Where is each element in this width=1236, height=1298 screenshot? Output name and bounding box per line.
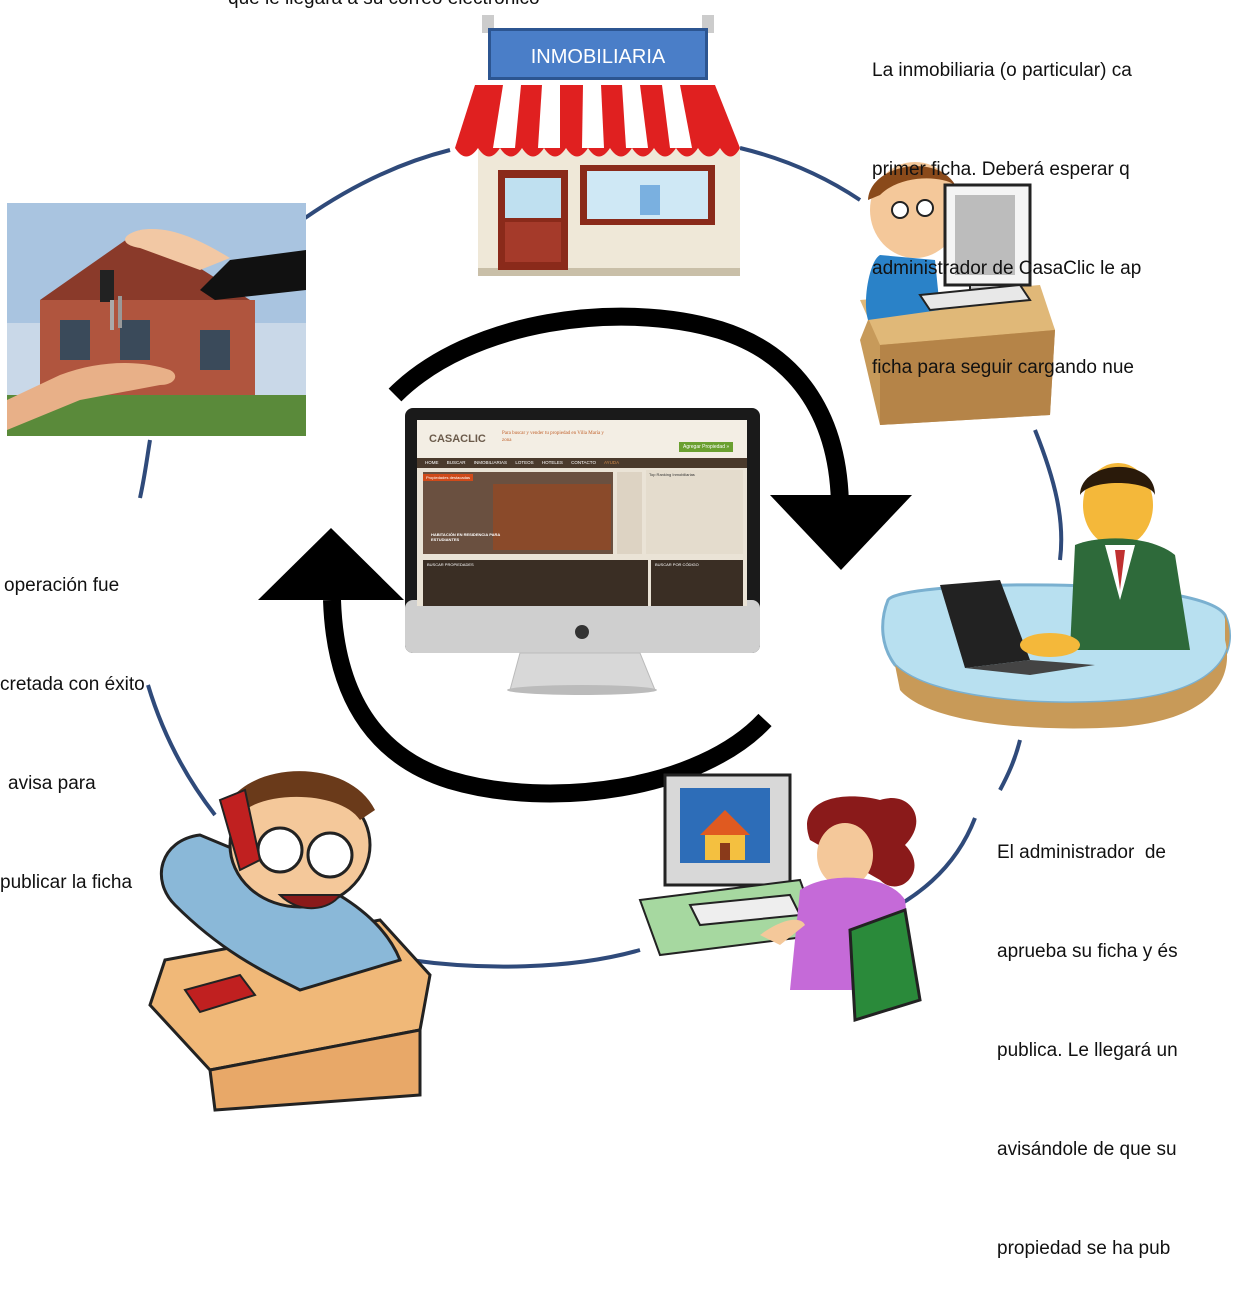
caption-line: avisa para	[8, 773, 96, 794]
nav-buscar[interactable]: BUSCAR	[446, 460, 466, 465]
arrow-bottom-arc	[323, 599, 772, 803]
caption-line: ficha para seguir cargando nue	[872, 357, 1134, 378]
search-code-panel: BUSCAR POR CÓDIGO	[651, 560, 743, 606]
refresh-arrows	[323, 307, 849, 803]
cycle-diagram	[7, 15, 1231, 1112]
connector-user-to-admin	[1033, 429, 1064, 561]
admin-with-laptop-illustration	[881, 463, 1231, 729]
caption-top-center: que le llegará a su correo electrónico	[228, 0, 540, 15]
site-logo[interactable]: CASACLIC	[429, 433, 486, 445]
site-tagline: Para buscar y vender tu propiedad en Vil…	[502, 431, 604, 443]
thumbnail-strip[interactable]	[617, 472, 642, 554]
caption-top-right: La inmobiliaria (o particular) ca primer…	[872, 0, 1141, 417]
site-header: CASACLIC Para buscar y vender tu propied…	[417, 420, 747, 458]
site-nav: HOME BUSCAR INMOBILIARIAS LOTEOS HOTELES…	[417, 458, 747, 468]
arrow-head-down	[770, 495, 912, 570]
add-property-button[interactable]: Agregar Propiedad »	[679, 442, 734, 452]
nav-ayuda[interactable]: AYUDA	[604, 460, 620, 465]
nav-home[interactable]: HOME	[425, 460, 439, 465]
caption-line: cretada con éxito	[0, 674, 145, 695]
caption-line: El administrador de	[997, 842, 1166, 863]
caption-line: aprueba su ficha y és	[997, 941, 1178, 962]
nav-inmobiliarias[interactable]: INMOBILIARIAS	[473, 460, 508, 465]
caption-line: operación fue	[4, 575, 120, 596]
caption-line: La inmobiliaria (o particular) ca	[872, 60, 1132, 81]
ranking-title: Top Ranking Inmobiliarias	[649, 472, 695, 477]
caption-left: operación fue cretada con éxito avisa pa…	[0, 503, 145, 932]
caption-line: propiedad se ha pub	[997, 1238, 1171, 1259]
man-on-phone-illustration	[148, 771, 432, 1112]
search-title: BUSCAR PROPIEDADES	[427, 562, 474, 567]
woman-at-computer-illustration	[638, 773, 922, 1022]
slide-caption: HABITACIÓN EN RESIDENCIA PARA ESTUDIANTE…	[431, 532, 501, 542]
connector-admin-to-caption	[998, 739, 1022, 791]
featured-label: Propiedades destacadas	[423, 474, 474, 481]
caption-bottom-right: El administrador de aprueba su ficha y é…	[997, 770, 1178, 1298]
store-sign: INMOBILIARIA	[488, 28, 708, 80]
nav-hoteles[interactable]: HOTELES	[541, 460, 563, 465]
nav-contacto[interactable]: CONTACTO	[571, 460, 596, 465]
caption-line: primer ficha. Deberá esperar q	[872, 159, 1130, 180]
caption-line: avisándole de que su	[997, 1139, 1177, 1160]
ranking-panel: Top Ranking Inmobiliarias	[646, 470, 743, 554]
connector-caption-to-keys	[138, 439, 152, 499]
connector-store-to-user	[739, 146, 862, 202]
arrow-head-up	[258, 528, 404, 600]
arrow-top-arc	[388, 307, 849, 511]
featured-photo	[493, 484, 611, 550]
caption-line: administrador de CasaClic le ap	[872, 258, 1142, 279]
featured-slider[interactable]: Propiedades destacadas HABITACIÓN EN RES…	[423, 472, 613, 554]
search-panel: BUSCAR PROPIEDADES	[423, 560, 648, 606]
connector-woman-to-phone	[409, 948, 641, 969]
store-illustration	[455, 15, 740, 276]
connector-keys-to-store	[303, 148, 451, 220]
caption-line: publicar la ficha	[0, 872, 133, 893]
nav-loteos[interactable]: LOTEOS	[515, 460, 534, 465]
search-code-title: BUSCAR POR CÓDIGO	[655, 562, 699, 567]
cycle-connectors	[138, 146, 1064, 969]
user-at-computer-illustration	[860, 162, 1055, 425]
connector-phone-to-caption	[146, 684, 217, 817]
keys-handover-image	[7, 203, 306, 436]
caption-line: publica. Le llegará un	[997, 1040, 1178, 1061]
website-screenshot: CASACLIC Para buscar y vender tu propied…	[417, 420, 747, 606]
